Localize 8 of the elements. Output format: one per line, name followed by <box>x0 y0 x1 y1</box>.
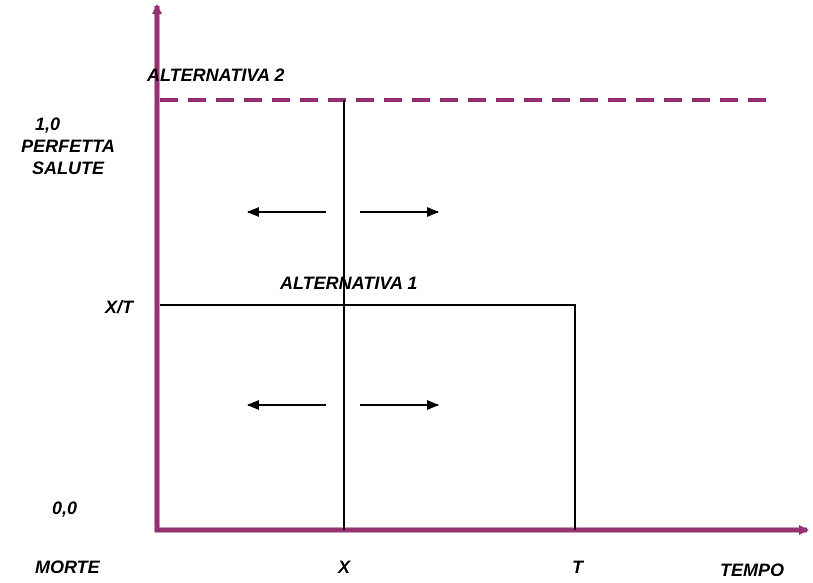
axis-label: TEMPO <box>720 559 784 581</box>
tick-label: T <box>572 556 583 578</box>
tick-label: MORTE <box>35 556 100 578</box>
tick-label: PERFETTA SALUTE <box>20 135 116 179</box>
tick-label: 0,0 <box>52 497 78 519</box>
tick-label: X <box>338 556 350 578</box>
tick-label: 1,0 <box>35 113 60 135</box>
tick-label: X/T <box>105 296 134 318</box>
